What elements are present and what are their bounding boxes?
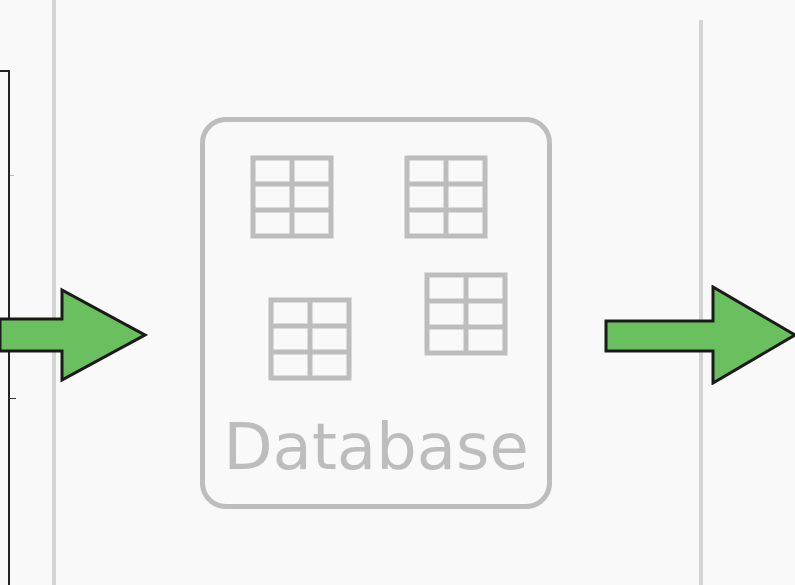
document-tick-mark xyxy=(10,175,14,176)
source-document-top-edge xyxy=(0,70,10,72)
output-arrow-icon xyxy=(604,285,795,385)
table-icon xyxy=(250,155,334,239)
right-divider xyxy=(699,20,703,585)
input-arrow-icon xyxy=(0,287,149,383)
table-icon xyxy=(268,297,352,381)
database-container: Database xyxy=(200,117,552,509)
table-icon xyxy=(404,155,488,239)
left-divider xyxy=(52,0,56,585)
database-label: Database xyxy=(223,411,529,485)
document-tick-mark xyxy=(8,398,16,399)
table-icon xyxy=(424,272,508,356)
